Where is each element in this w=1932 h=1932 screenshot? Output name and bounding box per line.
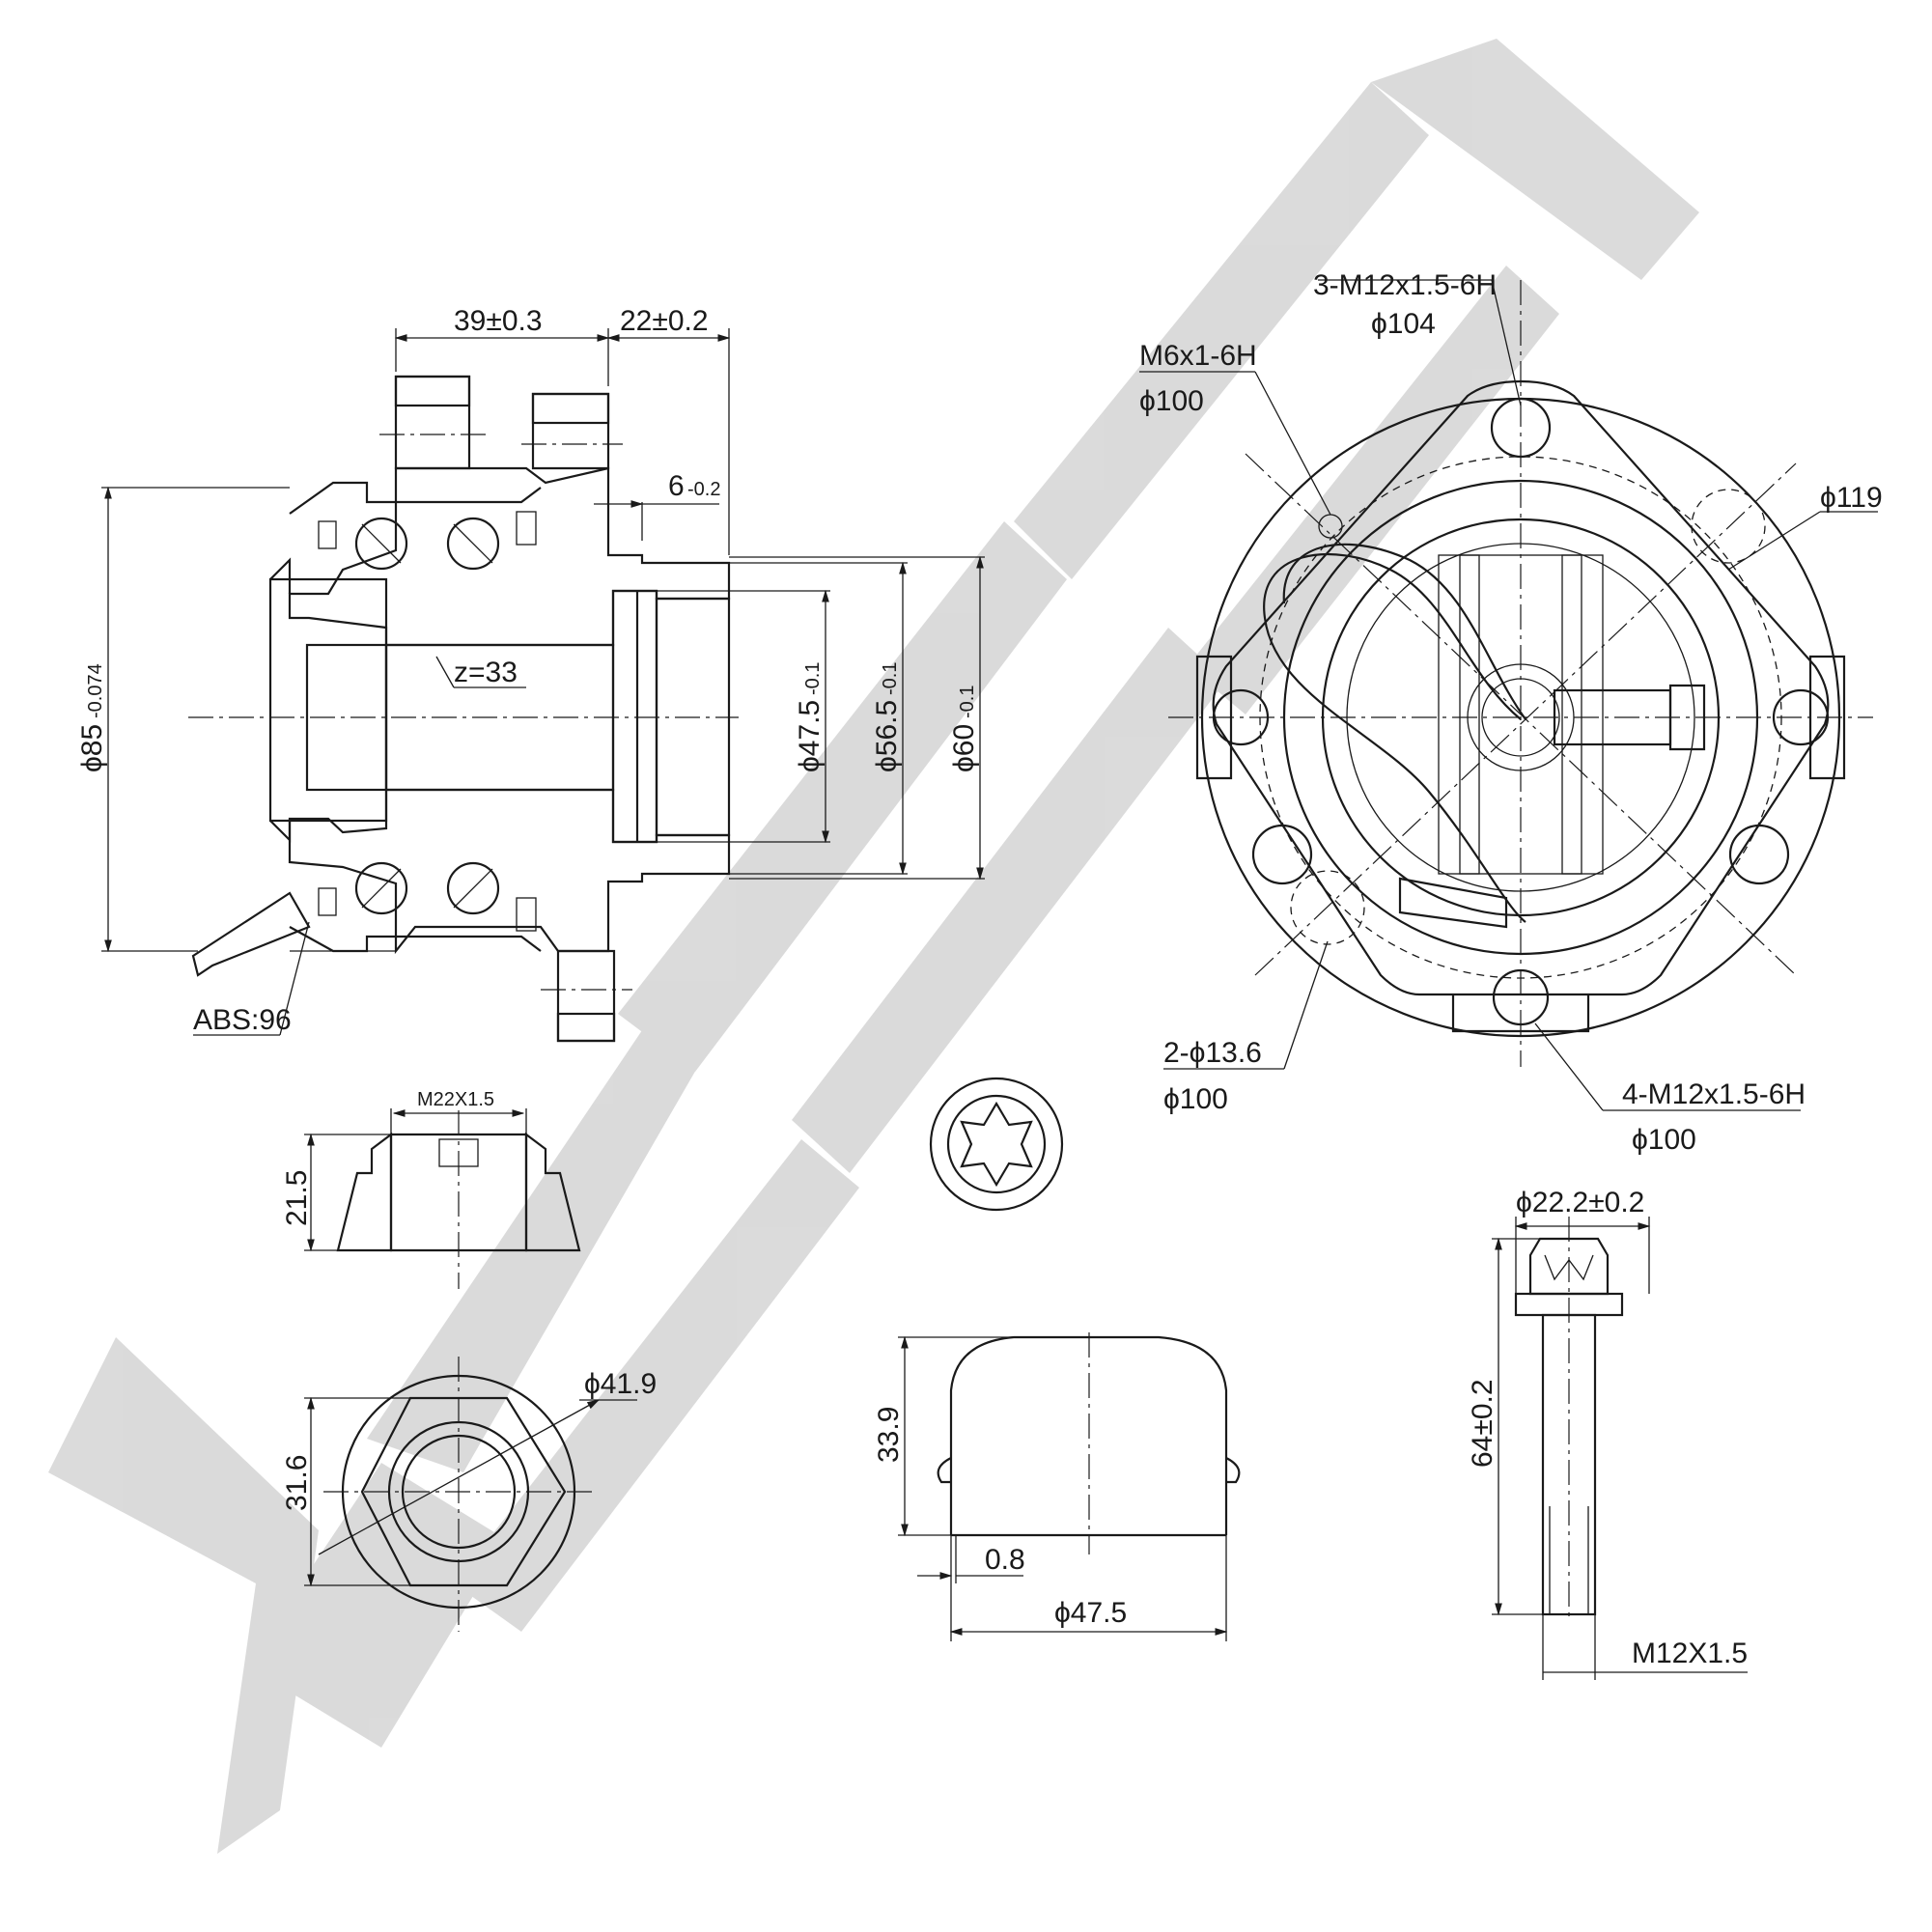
nut-top-view: ϕ41.9 31.6 bbox=[281, 1357, 657, 1632]
dim-60-tol: -0.1 bbox=[957, 686, 978, 718]
nut-socket-icon bbox=[929, 1077, 1064, 1212]
holes-2: 2-ϕ13.6 bbox=[1163, 1037, 1262, 1069]
nut-across-flats: 31.6 bbox=[281, 1455, 313, 1511]
diameter-119: ϕ119 bbox=[1820, 482, 1883, 514]
pcd-104: ϕ104 bbox=[1371, 308, 1436, 340]
watermark-logo bbox=[48, 39, 1699, 1854]
dim-6-tol: -0.2 bbox=[687, 479, 720, 500]
hub-front-view: 3-M12x1.5-6H ϕ104 M6x1-6H ϕ100 ϕ119 2-ϕ1… bbox=[1139, 269, 1883, 1156]
bolt-length: 64±0.2 bbox=[1467, 1379, 1498, 1468]
pcd-100-left: ϕ100 bbox=[1163, 1083, 1228, 1115]
pcd-100-top: ϕ100 bbox=[1139, 385, 1204, 417]
dim-6: 6 bbox=[668, 470, 685, 502]
dim-47-5: ϕ47.5 bbox=[794, 700, 826, 772]
wheel-bolt-view: ϕ22.2±0.2 64±0.2 M12X1.5 bbox=[1467, 1187, 1748, 1680]
dim-85: ϕ85 bbox=[76, 724, 108, 772]
dim-56-5-tol: -0.1 bbox=[880, 662, 901, 695]
bolt-thread: M12X1.5 bbox=[1632, 1638, 1748, 1669]
dim-22: 22±0.2 bbox=[620, 305, 709, 337]
dust-cap-view: 33.9 0.8 ϕ47.5 bbox=[873, 1332, 1241, 1641]
nut-diameter: ϕ41.9 bbox=[584, 1368, 657, 1400]
nut-height: 21.5 bbox=[281, 1170, 313, 1226]
dim-85-tol: -0.074 bbox=[85, 663, 106, 718]
bolt-head-diameter: ϕ22.2±0.2 bbox=[1516, 1187, 1644, 1218]
cap-wall: 0.8 bbox=[985, 1544, 1025, 1576]
nut-section-view: M22X1.5 21.5 bbox=[281, 1089, 581, 1289]
thread-m6: M6x1-6H bbox=[1139, 340, 1257, 372]
cap-height: 33.9 bbox=[873, 1407, 905, 1463]
dim-56-5: ϕ56.5 bbox=[871, 700, 903, 772]
cap-diameter: ϕ47.5 bbox=[1054, 1597, 1127, 1629]
dim-39: 39±0.3 bbox=[454, 305, 543, 337]
nut-thread: M22X1.5 bbox=[417, 1089, 494, 1110]
spline-label: z=33 bbox=[454, 657, 518, 688]
abs-label: ABS:96 bbox=[193, 1004, 292, 1036]
dim-47-5-tol: -0.1 bbox=[802, 662, 824, 695]
thread-3m12: 3-M12x1.5-6H bbox=[1313, 269, 1497, 301]
hub-section-view: 39±0.3 22±0.2 6 -0.2 ϕ85 -0.074 ϕ47.5 -0… bbox=[76, 305, 985, 1043]
thread-4m12: 4-M12x1.5-6H bbox=[1622, 1078, 1806, 1110]
pcd-100-right: ϕ100 bbox=[1632, 1124, 1696, 1156]
dim-60: ϕ60 bbox=[948, 724, 980, 772]
